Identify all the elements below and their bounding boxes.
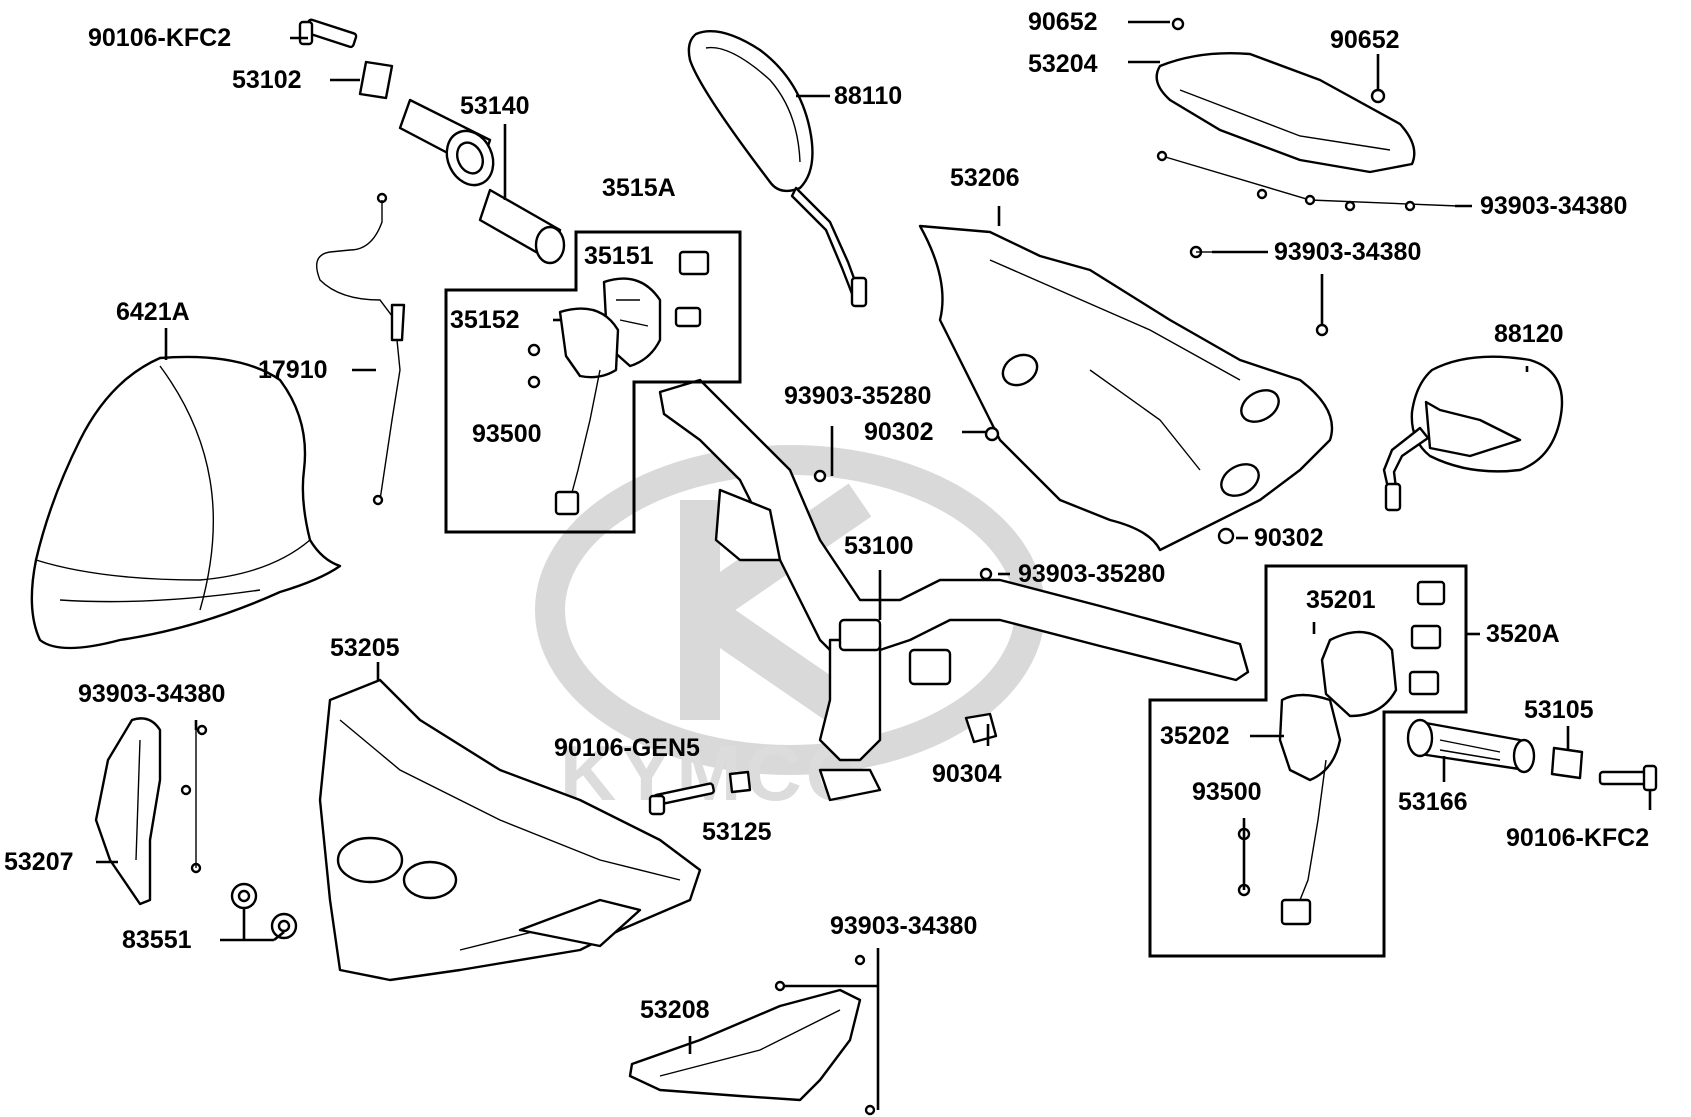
bolt-90302-lower xyxy=(1217,527,1235,545)
switch-left-35152 xyxy=(527,307,620,516)
leader-lines xyxy=(96,20,1652,1110)
mirror-88110 xyxy=(687,30,868,308)
label-6421A: 6421A xyxy=(116,298,190,326)
box-3515A xyxy=(444,230,742,534)
handle-cover-53206 xyxy=(918,224,1334,552)
label-17910: 17910 xyxy=(258,356,328,384)
bolt-90106-kfc2-right xyxy=(1598,764,1658,792)
box-3520A xyxy=(1148,564,1468,958)
label-53207: 53207 xyxy=(4,848,74,876)
label-90106-kfc2-right: 90106-KFC2 xyxy=(1506,824,1649,852)
label-93500-left: 93500 xyxy=(472,420,542,448)
label-90652-right: 90652 xyxy=(1330,26,1400,54)
windscreen-6421A xyxy=(30,355,342,650)
screws-93903-34380-row xyxy=(1156,150,1459,212)
part-labels: 90106-KFC2 53102 53140 88110 90652 53204… xyxy=(4,8,1649,1024)
handlebar-53100 xyxy=(658,378,1250,802)
label-53140: 53140 xyxy=(460,92,530,120)
side-cover-53207 xyxy=(94,717,208,906)
label-3515A: 3515A xyxy=(602,174,676,202)
bolt-90106-kfc2-left xyxy=(298,18,358,49)
label-90302-a: 90302 xyxy=(864,418,934,446)
grip-53166 xyxy=(1406,718,1536,774)
label-93903-34380-a: 93903-34380 xyxy=(1480,192,1627,220)
label-53102: 53102 xyxy=(232,66,302,94)
throttle-cable-17910 xyxy=(316,192,406,506)
bolt-90302-upper xyxy=(984,426,1000,442)
screw-93903-35280-upper xyxy=(813,469,827,483)
label-35151: 35151 xyxy=(584,242,654,270)
bar-end-53102 xyxy=(358,60,394,100)
bar-end-53105 xyxy=(1550,746,1584,780)
label-93903-34380-c: 93903-34380 xyxy=(78,680,225,708)
label-53166: 53166 xyxy=(1398,788,1468,816)
washers-83551 xyxy=(230,882,298,940)
watermark-text: KYMCO xyxy=(560,729,870,817)
label-93903-35280-b: 93903-35280 xyxy=(1018,560,1165,588)
bottom-cover-53208 xyxy=(628,954,876,1116)
meter-cover-53204 xyxy=(1155,17,1416,174)
label-90106-gen5: 90106-GEN5 xyxy=(554,734,700,762)
grip-53140 xyxy=(398,98,566,265)
label-93903-35280-a: 93903-35280 xyxy=(784,382,931,410)
switch-right-35202 xyxy=(1237,693,1342,926)
label-90302-b: 90302 xyxy=(1254,524,1324,552)
switch-right-35201 xyxy=(1320,580,1446,718)
label-53125: 53125 xyxy=(702,818,772,846)
label-53105: 53105 xyxy=(1524,696,1594,724)
label-53206: 53206 xyxy=(950,164,1020,192)
bolt-90106-gen5 xyxy=(648,782,715,816)
label-35201: 35201 xyxy=(1306,586,1376,614)
label-3520A: 3520A xyxy=(1486,620,1560,648)
label-88120: 88120 xyxy=(1494,320,1564,348)
label-53208: 53208 xyxy=(640,996,710,1024)
spacer-53125 xyxy=(728,770,752,794)
screw-93903-35280-lower xyxy=(979,567,993,581)
mirror-88120 xyxy=(1382,355,1564,512)
label-35202: 35202 xyxy=(1160,722,1230,750)
rear-cover-53205 xyxy=(318,678,702,982)
label-90106-kfc2-left: 90106-KFC2 xyxy=(88,24,231,52)
label-53100: 53100 xyxy=(844,532,914,560)
label-53205: 53205 xyxy=(330,634,400,662)
label-90304: 90304 xyxy=(932,760,1002,788)
label-83551: 83551 xyxy=(122,926,192,954)
nut-90304 xyxy=(964,712,998,744)
label-88110: 88110 xyxy=(834,82,902,110)
label-93903-34380-b: 93903-34380 xyxy=(1274,238,1421,266)
label-35152: 35152 xyxy=(450,306,520,334)
label-53204: 53204 xyxy=(1028,50,1098,78)
label-93500-right: 93500 xyxy=(1192,778,1262,806)
label-90652-top: 90652 xyxy=(1028,8,1098,36)
screw-93903-34380-mid xyxy=(1189,245,1329,337)
label-93903-34380-d: 93903-34380 xyxy=(830,912,977,940)
